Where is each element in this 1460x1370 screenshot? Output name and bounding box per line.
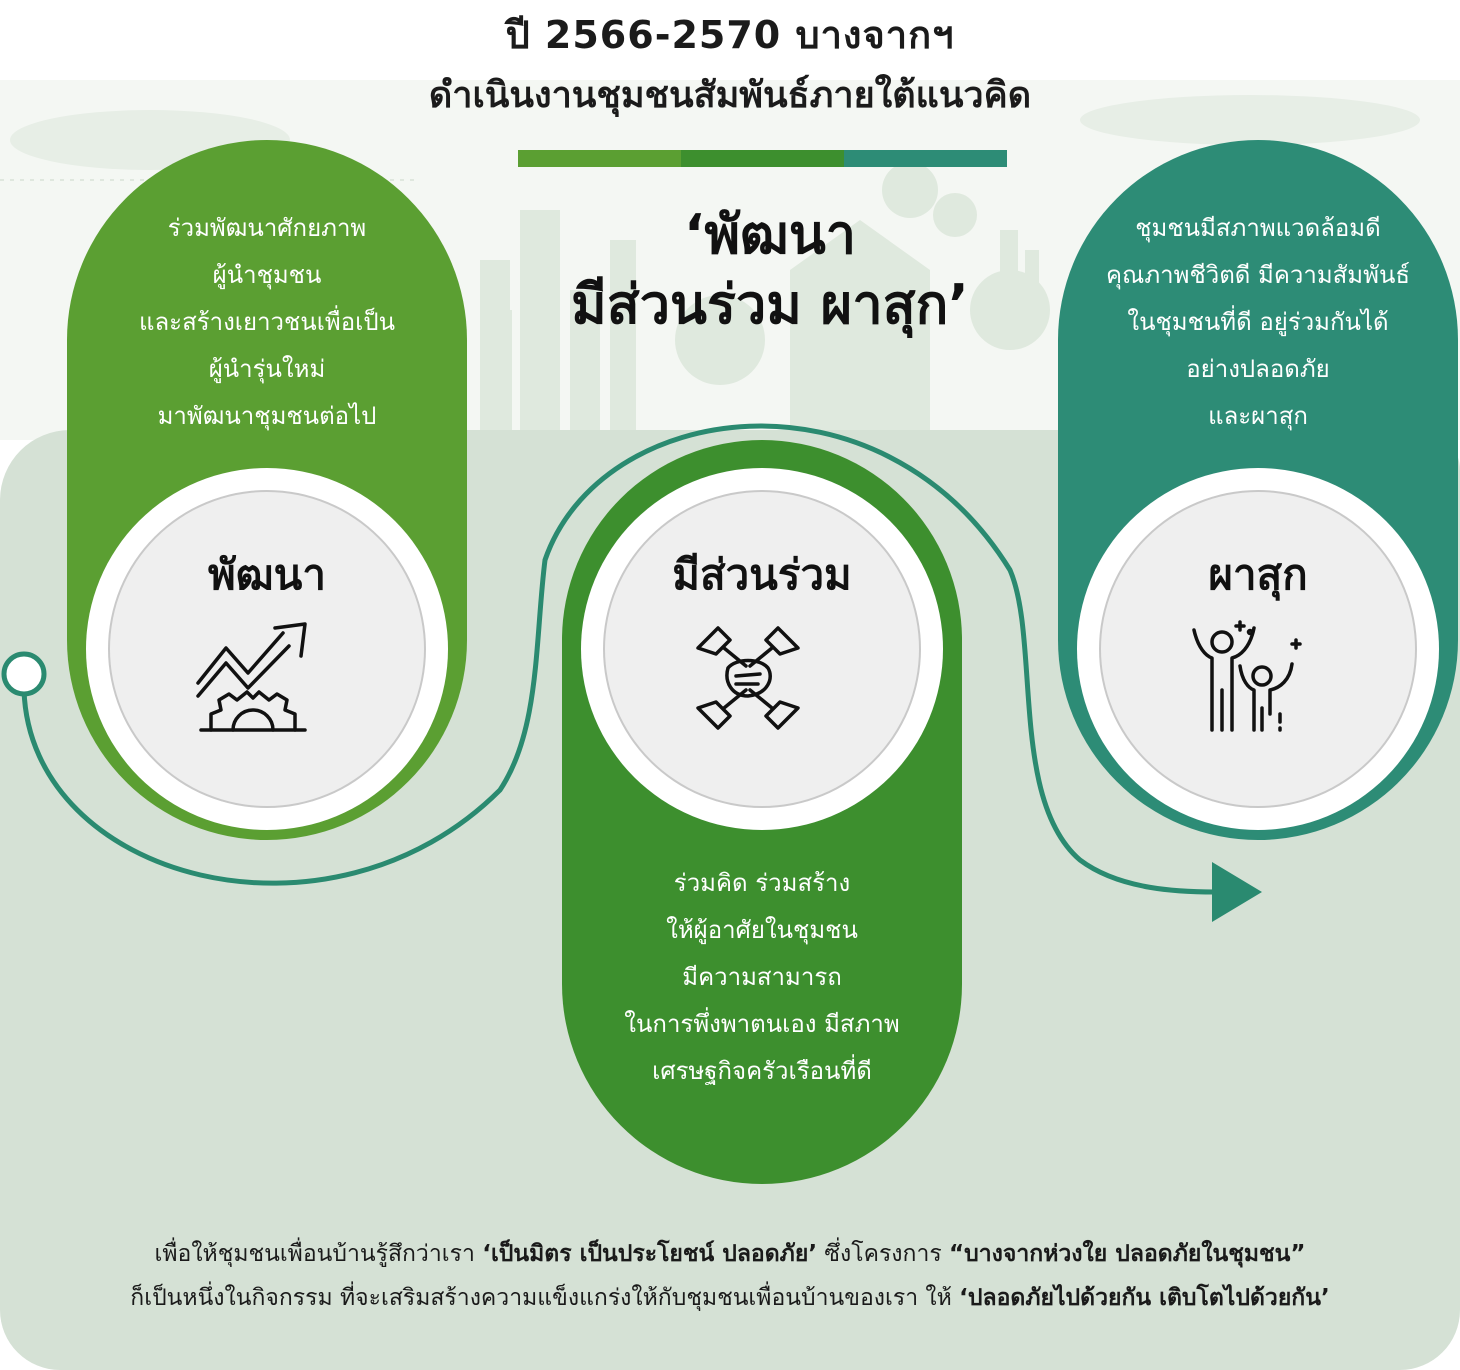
- joined-hands-icon: [696, 626, 800, 730]
- description-line: มาพัฒนาชุมชนต่อไป: [157, 402, 377, 430]
- page-title: ปี 2566-2570 บางจากฯ: [505, 13, 955, 57]
- description-line: ในการพึ่งพาตนเอง มีสภาพ: [624, 1010, 900, 1038]
- pillar-description-develop: ร่วมพัฒนาศักยภาพ ผู้นำชุมชน และสร้างเยาว…: [67, 205, 467, 440]
- footer-project-name: “บางจากห่วงใย ปลอดภัยในชุมชน”: [949, 1241, 1306, 1267]
- description-line: มีความสามารถ: [682, 963, 842, 991]
- flow-start-dot: [1, 651, 47, 697]
- footer-text: ซึ่งโครงการ: [817, 1241, 950, 1267]
- pillar-label-wellbeing: ผาสุก: [1208, 550, 1308, 599]
- pillar-circle-inner: [1101, 492, 1415, 806]
- concept-line-2: มีส่วนร่วม ผาสุก’: [571, 273, 969, 336]
- pillar-label-participate: มีส่วนร่วม: [672, 550, 852, 599]
- pillar-label-develop: พัฒนา: [208, 550, 326, 599]
- footer-text: ก็เป็นหนึ่งในกิจกรรม ที่จะเสริมสร้างความ…: [130, 1285, 960, 1311]
- description-line: เศรษฐกิจครัวเรือนที่ดี: [652, 1057, 872, 1085]
- description-line: และผาสุก: [1208, 402, 1308, 430]
- description-line: คุณภาพชีวิตดี มีความสัมพันธ์: [1106, 261, 1410, 289]
- footer-emphasis: ‘เป็นมิตร เป็นประโยชน์ ปลอดภัย’: [482, 1241, 818, 1267]
- concept-line-1: ‘พัฒนา: [683, 203, 857, 266]
- description-line: ร่วมพัฒนาศักยภาพ: [167, 214, 367, 242]
- pillar-description-participate: ร่วมคิด ร่วมสร้าง ให้ผู้อาศัยในชุมชน มีค…: [562, 860, 962, 1095]
- pillar-circle-participate: มีส่วนร่วม: [581, 468, 943, 830]
- description-line: ชุมชนมีสภาพแวดล้อมดี: [1135, 214, 1381, 242]
- description-line: อย่างปลอดภัย: [1186, 355, 1330, 383]
- description-line: ให้ผู้อาศัยในชุมชน: [666, 916, 858, 944]
- footer-emphasis: ‘ปลอดภัยไปด้วยกัน เติบโตไปด้วยกัน’: [959, 1285, 1330, 1311]
- growth-gear-arrow-icon: [196, 622, 307, 732]
- accent-bar-3: [844, 150, 1007, 167]
- pillar-circle-wellbeing: ผาสุก: [1077, 468, 1439, 830]
- accent-bar-1: [518, 150, 681, 167]
- description-line: ผู้นำรุ่นใหม่: [208, 355, 326, 383]
- flow-arrow-head: [1212, 862, 1262, 922]
- footer-line-2: ก็เป็นหนึ่งในกิจกรรม ที่จะเสริมสร้างความ…: [0, 1280, 1460, 1316]
- description-line: ในชุมชนที่ดี อยู่ร่วมกันได้: [1127, 308, 1389, 336]
- description-line: และสร้างเยาวชนเพื่อเป็น: [139, 308, 395, 336]
- footer-line-1: เพื่อให้ชุมชนเพื่อนบ้านรู้สึกว่าเรา ‘เป็…: [0, 1236, 1460, 1272]
- pillar-circle-inner: [605, 492, 919, 806]
- pillar-circle-develop: พัฒนา: [86, 468, 448, 830]
- pillar-description-wellbeing: ชุมชนมีสภาพแวดล้อมดี คุณภาพชีวิตดี มีควา…: [1058, 205, 1458, 440]
- happy-family-icon: [1192, 620, 1302, 732]
- accent-bar-2: [681, 150, 844, 167]
- page-subtitle: ดำเนินงานชุมชนสัมพันธ์ภายใต้แนวคิด: [428, 75, 1032, 116]
- description-line: ผู้นำชุมชน: [212, 261, 322, 289]
- description-line: ร่วมคิด ร่วมสร้าง: [673, 869, 851, 897]
- footer-text: เพื่อให้ชุมชนเพื่อนบ้านรู้สึกว่าเรา: [154, 1241, 483, 1267]
